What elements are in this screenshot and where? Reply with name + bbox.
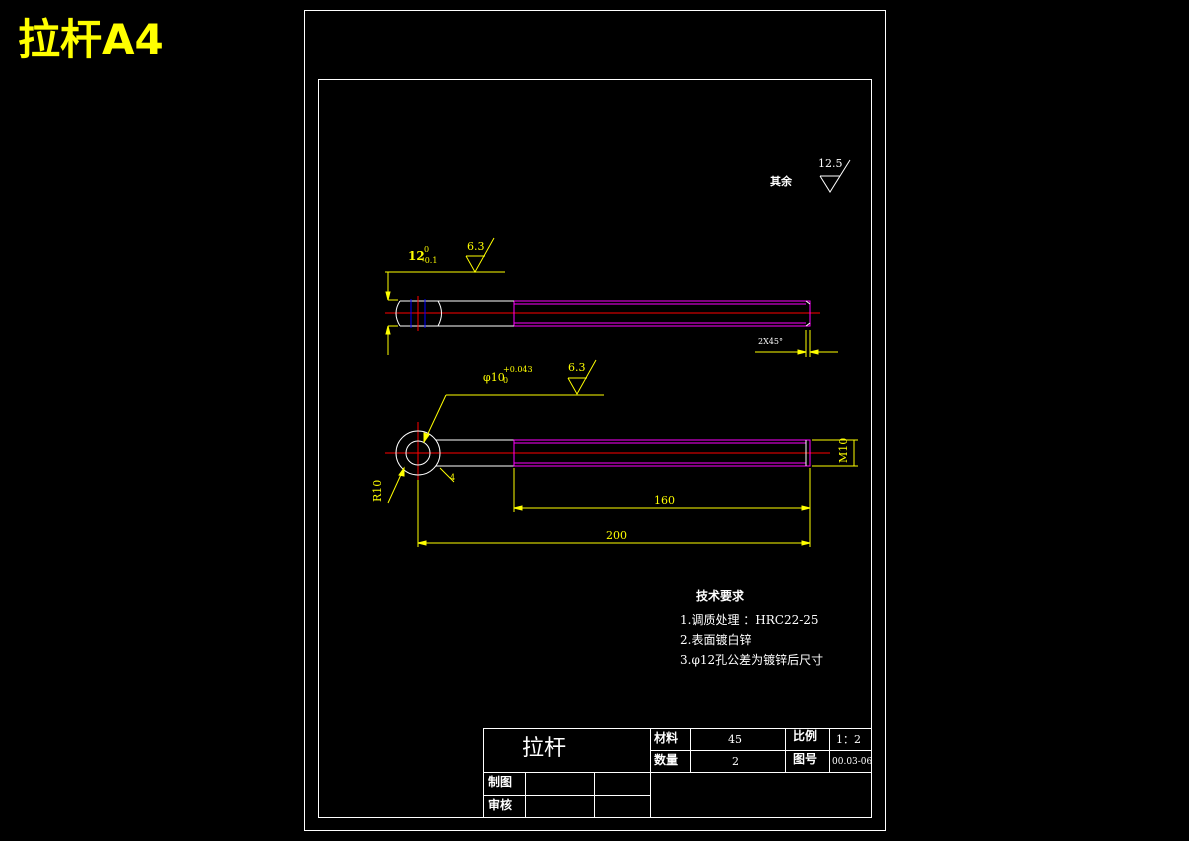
hole-leader (423, 394, 604, 444)
radius-leader (387, 466, 455, 504)
material-label: 材料 (654, 731, 679, 745)
width-lower-deviation: -0.1 (422, 256, 438, 265)
general-roughness-note: 其余 (770, 175, 792, 188)
overall-length-label: 200 (606, 529, 627, 542)
scale-label: 比例 (793, 729, 818, 743)
drawing-number-value: 00.03-06 (832, 757, 873, 767)
general-roughness-symbol (819, 159, 851, 193)
tech-requirements-title: 技术要求 (696, 589, 745, 603)
width-dimension (385, 271, 505, 355)
hole-nominal: φ10 (483, 371, 505, 384)
eye-hole (405, 440, 431, 466)
drawing-number-label: 图号 (793, 752, 818, 766)
front-roughness-value: 6.3 (568, 361, 586, 374)
general-roughness-value: 12.5 (818, 157, 843, 170)
outer-frame (304, 10, 886, 831)
part-name: 拉杆 (522, 736, 567, 761)
thread-dimension (812, 439, 858, 467)
quantity-label: 数量 (654, 753, 679, 767)
scale-value: 1：2 (836, 733, 861, 746)
inner-frame (318, 79, 872, 818)
chamfer-dimension (755, 330, 838, 357)
length-200-dimension (417, 480, 811, 547)
small-mark-label: 4 (450, 473, 456, 482)
chamfer-label: 2X45° (758, 337, 783, 346)
length-160-dimension (513, 468, 811, 512)
width-nominal: 12 (408, 249, 425, 263)
side-view-thread (513, 300, 811, 327)
front-roughness-symbol (567, 359, 597, 396)
front-view (385, 422, 830, 485)
sheet-heading: 拉杆A4 (18, 15, 164, 64)
tech-requirement-item: 1.调质处理 ：HRC22-25 (680, 613, 819, 627)
thread-label: M10 (837, 437, 850, 463)
width-upper-deviation: 0 (424, 245, 430, 254)
hole-lower-deviation: 0 (503, 376, 509, 385)
tech-requirement-item: 2.表面镀白锌 (680, 633, 752, 647)
tech-requirement-item: 3.φ12孔公差为镀锌后尺寸 (680, 653, 824, 667)
front-view-thread (513, 439, 811, 467)
hole-upper-deviation: +0.043 (503, 365, 533, 374)
radius-label: R10 (371, 479, 384, 502)
material-value: 45 (728, 733, 742, 746)
checked-by-label: 审核 (488, 798, 513, 812)
eye-outer-circle (395, 430, 441, 476)
title-block (483, 728, 872, 818)
side-roughness-value: 6.3 (467, 240, 485, 253)
drawn-by-label: 制图 (488, 775, 513, 789)
thread-length-label: 160 (654, 494, 675, 507)
side-view (385, 296, 820, 331)
side-roughness-symbol (465, 237, 495, 274)
side-view-eye (395, 300, 442, 327)
quantity-value: 2 (732, 755, 739, 768)
